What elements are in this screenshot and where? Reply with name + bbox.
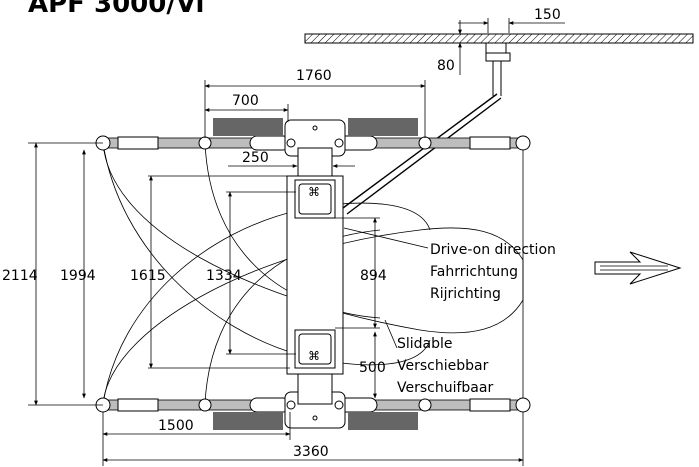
ceiling-bracket [485,42,511,96]
dim-center-width-label: 250 [242,150,269,166]
bottom-left-pad [213,412,283,430]
dim-length-500: 500 [359,331,386,399]
dim-length-1615: 1615 [130,175,290,369]
dim-pad-span: 1760 [204,68,426,138]
dim-post-offset-label: 150 [534,7,561,23]
dim-ceiling-gap-label: 80 [437,58,455,74]
dim-length-1994-label: 1994 [60,268,96,284]
slidable-label-en: Slidable [397,336,453,352]
dim-length-1334-label: 1334 [206,268,242,284]
dim-length-1334: 1334 [206,191,296,355]
dim-length-894: 894 [335,217,387,329]
model-title: APF 3000/Vi [28,0,204,19]
dim-length-1994: 1994 [60,149,96,399]
dim-pad-span-label: 1760 [296,68,332,84]
dim-post-offset: 150 [458,7,565,33]
central-platform: ⌘ ⌘ [286,147,344,405]
dim-overall-width-label: 3360 [293,444,329,460]
dim-length-894-label: 894 [360,268,387,284]
dim-length-1615-label: 1615 [130,268,166,284]
dim-center-width: 250 [228,150,355,168]
dim-pad-width: 700 [204,93,289,122]
dim-arm-1500-label: 1500 [158,418,194,434]
dim-pad-width-label: 700 [232,93,259,109]
slidable-label-nl: Verschuifbaar [397,380,493,396]
drive-on-label-en: Drive-on direction [430,242,556,258]
dim-outer-length: 2114 [2,142,103,406]
dim-length-500-label: 500 [359,360,386,376]
dim-arm-1500: 1500 [102,412,291,440]
control-arm [336,93,502,215]
label-leaders [343,227,429,349]
top-left-pad [213,118,283,136]
slidable-label-de: Verschiebbar [397,358,489,374]
svg-text:⌘: ⌘ [308,349,320,363]
ceiling-beam [304,33,694,44]
svg-text:⌘: ⌘ [308,185,320,199]
dim-overall-width: 3360 [102,412,524,466]
drive-on-arrow-icon [594,251,682,285]
drive-on-label-nl: Rijrichting [430,286,501,302]
top-right-pad [348,118,418,136]
dim-outer-length-label: 2114 [2,268,38,284]
bottom-right-pad [348,412,418,430]
dim-ceiling-gap: 80 [437,20,462,75]
drive-on-label-de: Fahrrichtung [430,264,518,280]
